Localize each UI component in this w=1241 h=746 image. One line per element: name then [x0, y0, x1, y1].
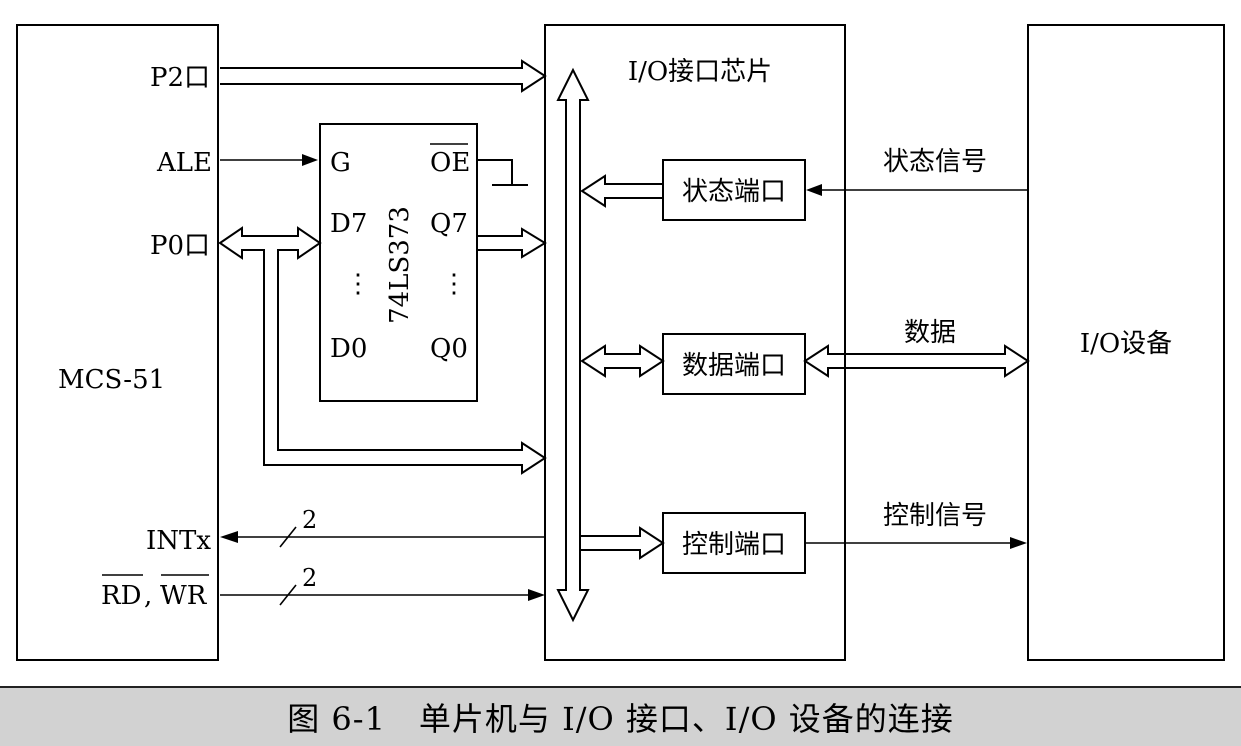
intx-width: 2	[302, 506, 317, 534]
data-signal-label: 数据	[904, 318, 956, 348]
status-port-box	[662, 159, 806, 221]
data-port-box	[662, 333, 806, 395]
intx-arrowhead	[220, 531, 238, 543]
wr-label: WR	[160, 581, 208, 611]
latch-oe-label: OE	[430, 148, 470, 178]
latch-chip-label: 74LS373	[385, 206, 415, 324]
p0-label: P0口	[150, 231, 210, 261]
control-signal-label: 控制信号	[883, 501, 987, 531]
status-signal-label: 状态信号	[883, 147, 987, 177]
io-interface-chip-block	[544, 24, 846, 661]
status-to-bus-arrow	[580, 174, 663, 208]
latch-g-label: G	[330, 148, 351, 178]
latch-dots-right: ⋮	[441, 269, 467, 299]
q-output-bus-arrow	[477, 227, 547, 259]
rd-label: RD	[101, 581, 141, 611]
p2-label: P2口	[150, 63, 210, 93]
p0-bus-arrow	[218, 226, 547, 475]
p2-bus-arrow	[220, 59, 547, 93]
io-device-label: I/O设备	[1080, 329, 1172, 359]
control-signal-arrowhead	[1010, 537, 1027, 549]
intx-label: INTx	[146, 526, 211, 556]
oe-ground	[477, 159, 528, 186]
latch-q7-label: Q7	[430, 209, 468, 239]
latch-d7-label: D7	[330, 209, 367, 239]
rdwr-comma: ,	[144, 581, 152, 611]
latch-q0-label: Q0	[430, 334, 468, 364]
data-port-label: 数据端口	[682, 351, 786, 381]
rdwr-width: 2	[302, 564, 317, 592]
ale-arrowhead	[302, 154, 318, 166]
rdwr-arrowhead	[528, 589, 545, 601]
bus-data-port-arrow	[580, 344, 665, 378]
internal-bus-arrow	[556, 67, 590, 623]
latch-dots-left: ⋮	[345, 269, 371, 299]
io-device-block	[1027, 24, 1225, 661]
figure-caption: 图 6-1 单片机与 I/O 接口、I/O 设备的连接	[0, 686, 1241, 746]
bus-to-control-arrow	[580, 526, 665, 560]
data-device-arrow	[803, 344, 1030, 378]
mcs51-label: MCS-51	[58, 365, 165, 395]
interface-title: I/O接口芯片	[628, 57, 772, 87]
control-port-label: 控制端口	[682, 530, 786, 560]
latch-d0-label: D0	[330, 334, 367, 364]
intx-slash	[279, 526, 297, 548]
rdwr-slash	[279, 584, 297, 606]
latch-74ls373-block	[319, 123, 478, 402]
mcs51-block	[16, 24, 219, 661]
status-signal-arrowhead	[806, 184, 822, 196]
ale-label: ALE	[156, 148, 212, 178]
status-port-label: 状态端口	[682, 177, 786, 207]
